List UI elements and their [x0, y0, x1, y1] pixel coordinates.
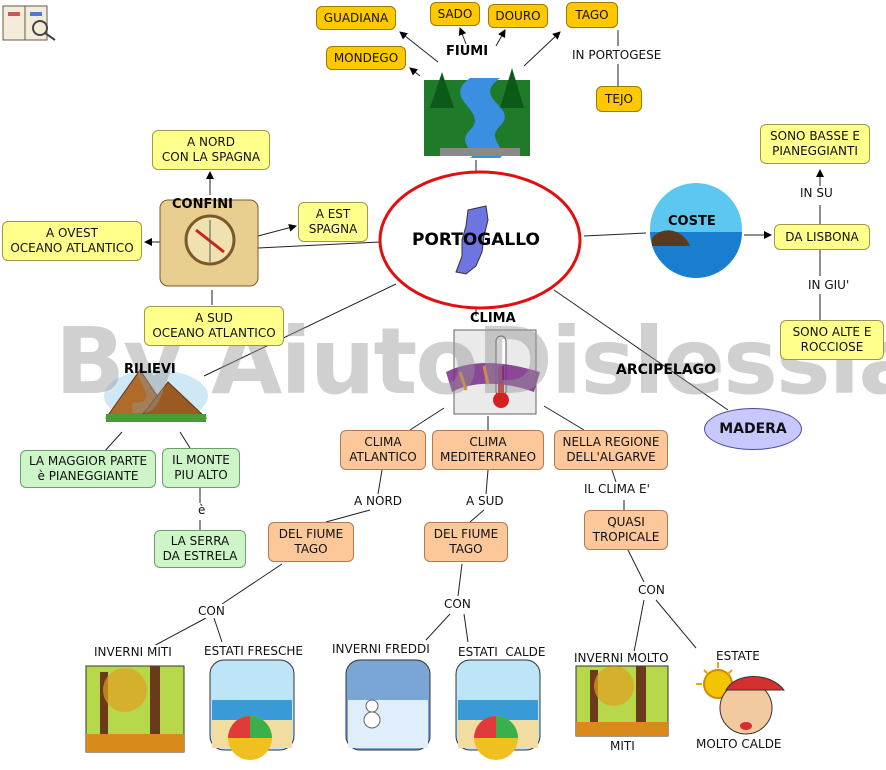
rilievi-maggior-parte-box[interactable]: LA MAGGIOR PARTE è PIANEGGIANTE	[20, 450, 156, 488]
clima-mediterraneo-box[interactable]: CLIMA MEDITERRANEO	[432, 430, 544, 470]
fiume-tago-nord-box[interactable]: DEL FIUME TAGO	[268, 522, 354, 562]
clima-algarve-box[interactable]: NELLA REGIONE DELL'ALGARVE	[554, 430, 668, 470]
inverni-miti-label: INVERNI MITI	[92, 645, 174, 659]
river-mondego[interactable]: MONDEGO	[326, 46, 406, 70]
thermometer-picture	[446, 329, 540, 415]
coste-title: COSTE	[668, 214, 716, 229]
in-giu-label: IN GIU'	[806, 278, 852, 292]
rilievi-monte-box[interactable]: IL MONTE PIU ALTO	[162, 448, 240, 488]
serra-estrela-box[interactable]: LA SERRA DA ESTRELA	[154, 530, 246, 568]
clima-atlantico-box[interactable]: CLIMA ATLANTICO	[340, 430, 426, 470]
fiumi-title: FIUMI	[446, 44, 489, 59]
hot-sun-face-picture	[696, 662, 786, 735]
il-clima-e-label: IL CLIMA E'	[582, 482, 652, 496]
coste-basse-box[interactable]: SONO BASSE E PIANEGGIANTI	[760, 124, 870, 164]
a-sud-label: A SUD	[464, 494, 506, 508]
confine-ovest[interactable]: A OVEST OCEANO ATLANTICO	[2, 221, 142, 261]
miti-label: MITI	[608, 739, 637, 753]
con-label-2: CON	[442, 597, 473, 611]
coste-alte-box[interactable]: SONO ALTE E ROCCIOSE	[780, 320, 884, 360]
beach-picture-1	[209, 659, 295, 760]
quasi-tropicale-box[interactable]: QUASI TROPICALE	[584, 510, 668, 550]
river-tago[interactable]: TAGO	[566, 2, 618, 28]
a-nord-label: A NORD	[352, 494, 405, 508]
center-title: PORTOGALLO	[412, 230, 540, 250]
in-su-label: IN SU	[798, 186, 835, 200]
confini-title: CONFINI	[172, 197, 233, 212]
river-douro[interactable]: DOURO	[488, 4, 548, 28]
river-tejo[interactable]: TEJO	[596, 86, 642, 112]
compass-scroll-picture	[159, 199, 259, 287]
river-sado[interactable]: SADO	[430, 2, 480, 26]
river-guadiana[interactable]: GUADIANA	[316, 6, 396, 30]
clima-title: CLIMA	[470, 311, 516, 326]
river-picture	[424, 68, 530, 158]
confine-est[interactable]: A EST SPAGNA	[298, 202, 368, 242]
snow-picture	[345, 659, 431, 751]
da-lisbona-box[interactable]: DA LISBONA	[774, 224, 870, 250]
inverni-molto-label: INVERNI MOLTO	[572, 651, 671, 665]
con-label-1: CON	[196, 604, 227, 618]
portugal-map-icon	[455, 205, 489, 275]
madera-node[interactable]: MADERA	[704, 408, 802, 450]
confine-nord[interactable]: A NORD CON LA SPAGNA	[152, 130, 270, 170]
autumn-forest-picture-1	[85, 665, 185, 753]
autumn-forest-picture-2	[575, 665, 669, 737]
beach-picture-2	[455, 659, 541, 760]
arcipelago-title: ARCIPELAGO	[616, 362, 717, 378]
estate-label: ESTATE	[716, 649, 760, 663]
estati-fresche-label: ESTATI FRESCHE	[202, 644, 305, 658]
in-portoghese-label: IN PORTOGESE	[570, 48, 664, 62]
confine-sud[interactable]: A SUD OCEANO ATLANTICO	[144, 306, 284, 346]
estati-calde-label: ESTATI CALDE	[456, 645, 548, 659]
molto-calde-label: MOLTO CALDE	[696, 737, 782, 751]
e-label: è	[196, 503, 208, 517]
mountains-picture	[104, 369, 208, 422]
rilievi-title: RILIEVI	[124, 362, 176, 377]
coast-picture	[650, 183, 742, 278]
inverni-freddi-label: INVERNI FREDDI	[330, 642, 432, 656]
book-icon	[2, 5, 56, 41]
fiume-tago-sud-box[interactable]: DEL FIUME TAGO	[424, 522, 508, 562]
connector-lines	[103, 27, 824, 653]
con-label-3: CON	[636, 583, 667, 597]
